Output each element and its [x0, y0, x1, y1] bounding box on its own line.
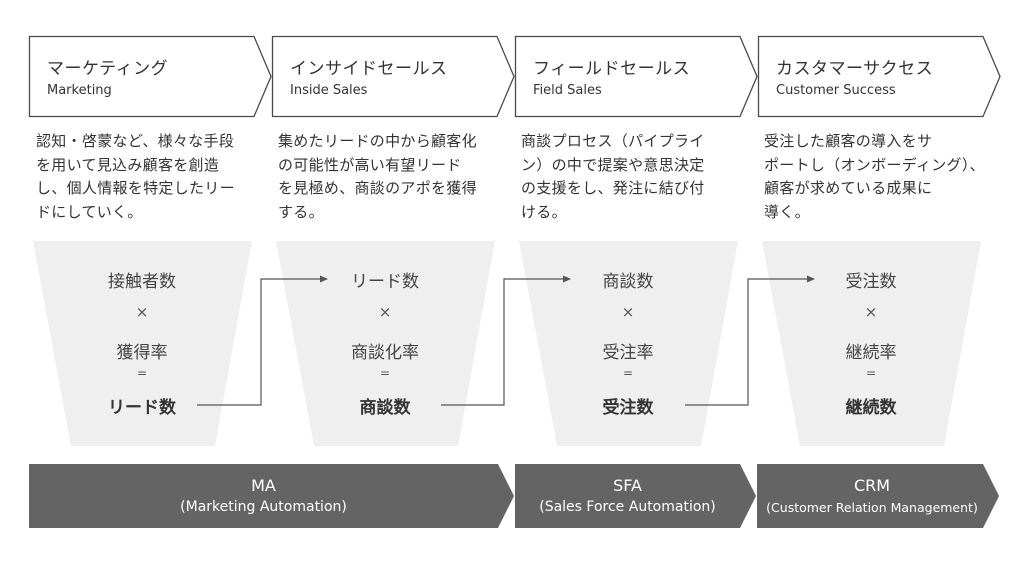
- connector-arrow-3: [685, 275, 815, 406]
- description-line: の可能性が高い有望リード: [278, 155, 462, 174]
- stage-description: 受注した顧客の導入をサ ポートし（オンボーディング）、 顧客が求めている成果に …: [764, 130, 989, 224]
- formula-equals: =: [865, 366, 877, 380]
- formula-result: 継続数: [845, 398, 897, 418]
- description-line: ポートし（オンボーディング）、: [764, 155, 985, 174]
- description-line: を用いて見込み顧客を創造: [36, 155, 220, 174]
- formula-input: 商談数: [602, 272, 654, 292]
- tool-bar-crm: [757, 464, 999, 528]
- tool-bar-sfa: [515, 464, 756, 528]
- formula-multiply: ×: [621, 303, 635, 321]
- connector-arrow-1: [197, 275, 328, 406]
- description-line: ン）の中で提案や意思決定: [521, 155, 705, 174]
- formula-result: 受注数: [602, 398, 654, 418]
- formula-rate: 獲得率: [116, 343, 168, 363]
- formula-rate: 商談化率: [351, 343, 419, 363]
- description-line: 認知・啓蒙など、様々な手段: [36, 132, 235, 150]
- tool-name-ma: MA: [251, 476, 276, 495]
- description-line: 集めたリードの中から顧客化: [278, 132, 477, 150]
- formula-result: 商談数: [359, 398, 411, 418]
- stage-description: 認知・啓蒙など、様々な手段 を用いて見込み顧客を創造 し、個人情報を特定したリー…: [36, 130, 261, 224]
- stage-title-en: Customer Success: [776, 83, 896, 98]
- funnel-marketing: [33, 241, 252, 446]
- description-line: ドにしていく。: [36, 202, 143, 221]
- stage-header-inside-sales: [271, 35, 515, 118]
- stage-title-en: Inside Sales: [290, 83, 368, 98]
- formula-result: リード数: [108, 398, 176, 418]
- tool-name-sfa: SFA: [613, 476, 642, 495]
- formula-input: リード数: [351, 272, 419, 292]
- stage-header-marketing: [28, 35, 272, 118]
- description-line: ける。: [521, 202, 567, 221]
- stage-title-en: Field Sales: [533, 83, 602, 98]
- formula-multiply: ×: [864, 303, 878, 321]
- formula-rate: 継続率: [845, 343, 897, 363]
- description-line: 受注した顧客の導入をサ: [764, 132, 933, 150]
- connector-arrow-2: [441, 275, 571, 406]
- formula-equals: =: [622, 366, 634, 380]
- stage-description: 集めたリードの中から顧客化 の可能性が高い有望リード を見極め、商談のアポを獲得…: [278, 130, 503, 224]
- funnel-customer-success: [762, 241, 981, 446]
- formula-multiply: ×: [135, 303, 149, 321]
- stage-title-ja: フィールドセールス: [533, 59, 691, 79]
- funnel-field-sales: [519, 241, 738, 446]
- stage-header-field-sales: [514, 35, 758, 118]
- tool-full-crm: (Customer Relation Management): [766, 500, 978, 515]
- tool-name-crm: CRM: [853, 476, 891, 495]
- tool-full-sfa: (Sales Force Automation): [539, 499, 716, 515]
- tool-full-ma: (Marketing Automation): [180, 499, 347, 515]
- stage-title-ja: カスタマーサクセス: [776, 59, 934, 79]
- description-line: 導く。: [764, 202, 810, 221]
- stage-title-ja: マーケティング: [47, 59, 169, 79]
- formula-input: 接触者数: [108, 272, 176, 292]
- description-line: 商談プロセス（パイプライ: [521, 132, 705, 150]
- stage-title-ja: インサイドセールス: [290, 59, 448, 79]
- description-line: し、個人情報を特定したリー: [36, 179, 235, 197]
- formula-rate: 受注率: [602, 343, 654, 363]
- funnel-inside-sales: [276, 241, 495, 446]
- stage-title-en: Marketing: [47, 83, 112, 98]
- description-line: の支援をし、発注に結び付: [521, 179, 705, 197]
- formula-equals: =: [379, 366, 391, 380]
- stage-description: 商談プロセス（パイプライ ン）の中で提案や意思決定 の支援をし、発注に結び付 け…: [521, 130, 746, 224]
- stage-header-customer-success: [757, 35, 1001, 118]
- formula-multiply: ×: [378, 303, 392, 321]
- description-line: を見極め、商談のアポを獲得: [278, 179, 477, 197]
- tool-bar-ma: [29, 464, 514, 528]
- formula-input: 受注数: [845, 272, 897, 292]
- description-line: する。: [278, 202, 324, 221]
- formula-equals: =: [136, 366, 148, 380]
- description-line: 顧客が求めている成果に: [764, 179, 933, 197]
